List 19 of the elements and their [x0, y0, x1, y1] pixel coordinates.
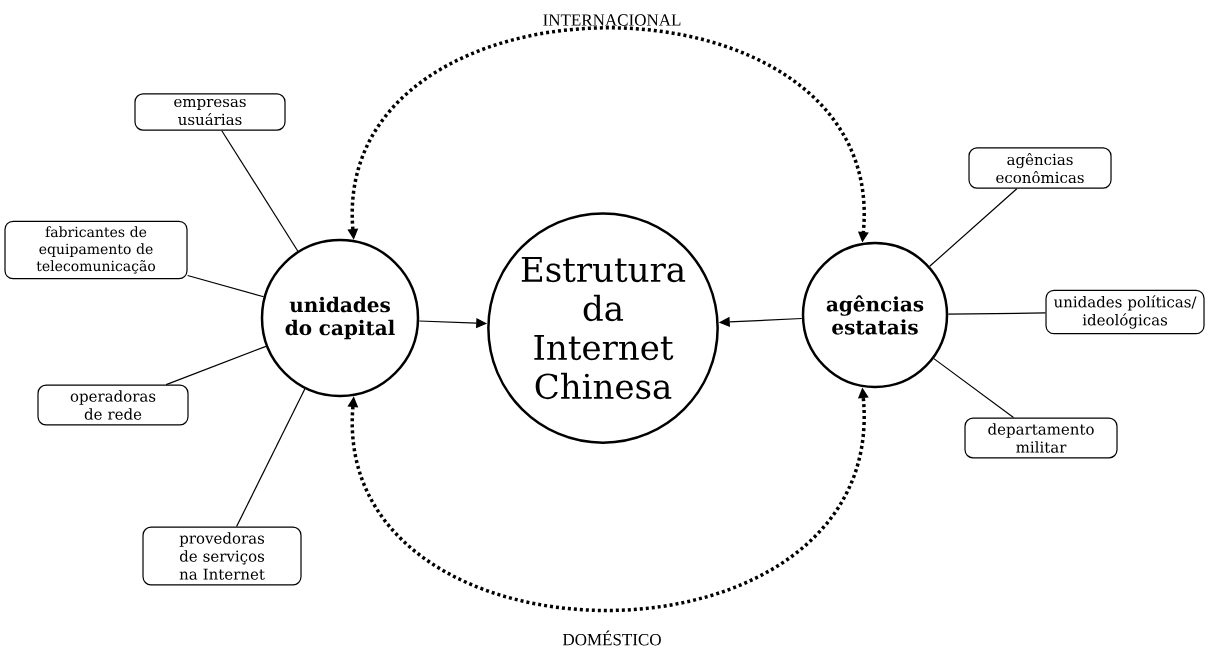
rounded-box: empresas usuárias: [134, 93, 286, 131]
connector-line: [947, 312, 1046, 315]
direction-label: DOMÉSTICO: [562, 630, 661, 646]
connector-line: [165, 345, 267, 386]
connector-line: [929, 188, 1018, 267]
rounded-box: unidades políticas/ ideológicas: [1045, 289, 1205, 335]
rounded-box: departamento militar: [964, 417, 1118, 459]
rounded-box: operadoras de rede: [37, 384, 189, 426]
direction-label: INTERNACIONAL: [543, 14, 681, 26]
connector-line: [933, 358, 1015, 419]
circle-node: unidades do capital: [260, 238, 420, 398]
connector-line: [235, 388, 306, 528]
circle-node: agências estatais: [801, 241, 949, 389]
rounded-box: agências econômicas: [968, 147, 1112, 189]
circle-node: Estrutura da Internet Chinesa: [487, 212, 719, 444]
connector-line: [221, 130, 299, 252]
connector-line: [187, 274, 265, 298]
rounded-box: fabricantes de equipamento de telecomunicação: [4, 220, 188, 280]
rounded-box: provedoras de serviços na Internet: [142, 526, 302, 586]
